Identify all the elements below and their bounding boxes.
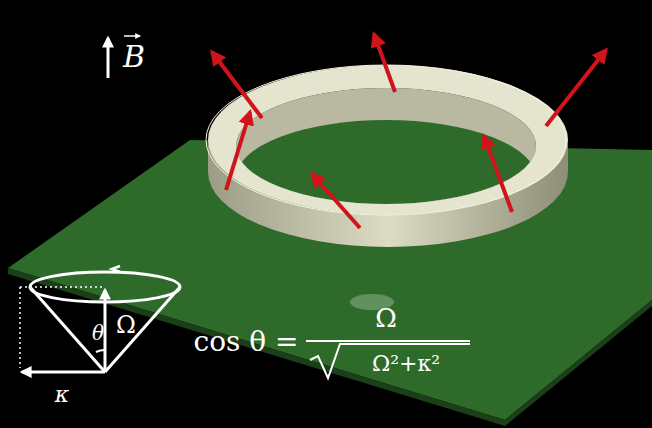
plane-edge xyxy=(505,300,652,426)
plane-edge xyxy=(8,268,505,426)
formula-lhs: cos θ = xyxy=(193,327,298,358)
vector-accent xyxy=(124,35,140,37)
theta-label: θ xyxy=(92,322,104,344)
formula-numerator: Ω xyxy=(375,304,397,333)
kappa-label: κ xyxy=(55,383,69,407)
ring xyxy=(206,65,568,247)
formula-denominator: Ω²+κ² xyxy=(372,352,440,376)
precession-cone xyxy=(20,266,180,372)
field-arrow xyxy=(107,38,110,78)
omega-label: Ω xyxy=(116,312,136,338)
spin-arrows xyxy=(212,34,606,228)
formula-lines xyxy=(306,341,470,378)
field-label: B xyxy=(123,40,145,73)
